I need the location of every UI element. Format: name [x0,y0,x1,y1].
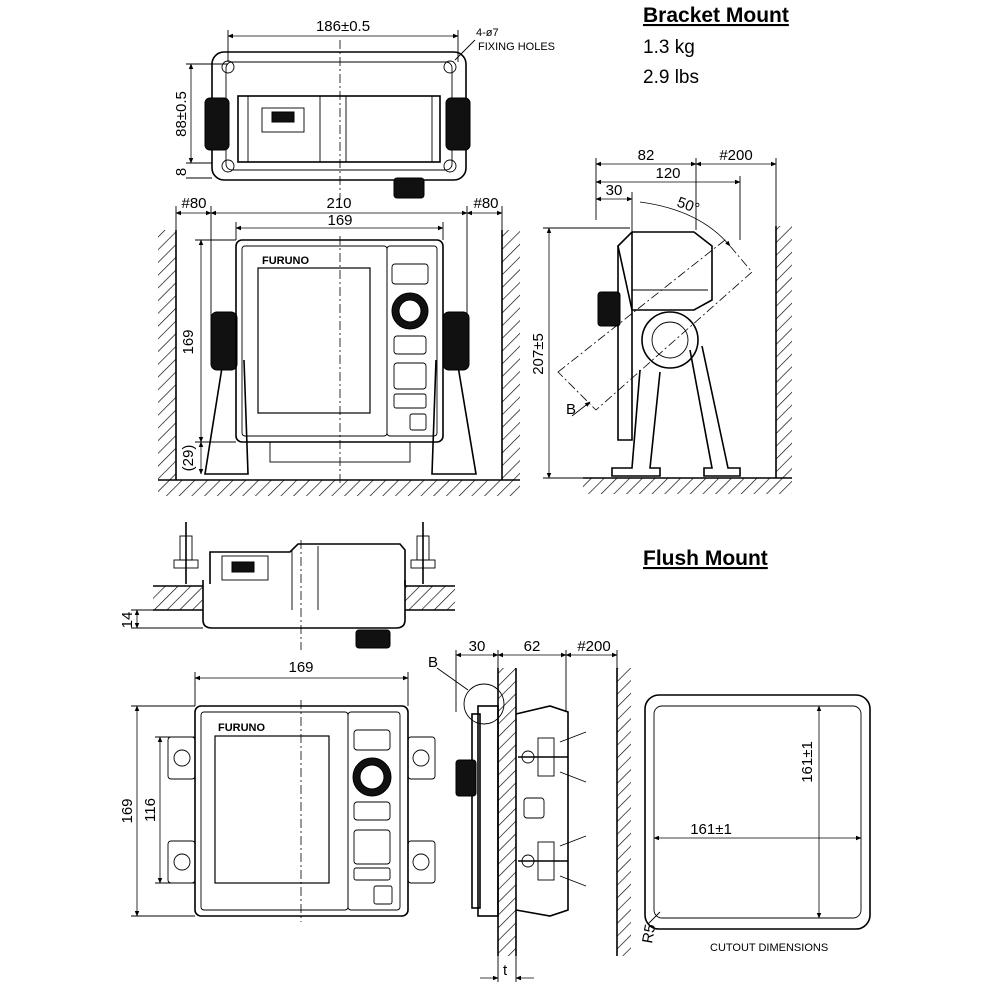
front-brand-logo: FURUNO [262,255,309,267]
flush-front-view: 169 169 116 FURUNO [119,659,436,922]
side-depth-82: 82 [638,147,655,164]
side-tilt-angle: 50° [675,194,702,218]
bracket-front-view: #80 210 #80 169 FURUNO 169 (29) [158,195,520,496]
flush-clamp-spacing: 116 [142,798,159,822]
flush-side-depth-30: 30 [469,638,486,655]
side-view-b: B [566,401,576,418]
side-depth-120: 120 [655,165,680,182]
bracket-side-view: 82 #200 120 30 50° 207±5 B [530,147,792,494]
cutout-caption: CUTOUT DIMENSIONS [710,942,828,954]
front-clear-left: #80 [181,195,206,212]
cutout-dimensions: 161±1 161±1 R5 CUTOUT DIMENSIONS [639,694,871,954]
front-unit-height: 169 [180,329,197,354]
fixing-holes-label: FIXING HOLES [478,41,555,53]
side-clear-200: #200 [719,147,752,164]
front-clear-right: #80 [473,195,498,212]
flush-front-width: 169 [288,659,313,676]
weight-lbs: 2.9 lbs [643,67,699,88]
side-height: 207±5 [530,333,547,375]
top-width-label: 186±0.5 [316,18,370,35]
front-base-height: (29) [180,445,197,472]
flush-top-view: 14 [119,522,455,650]
top-offset-label: 8 [173,168,190,176]
cutout-width: 161±1 [690,821,732,838]
flush-mount-heading: Flush Mount [643,547,768,570]
cutout-radius: R5 [639,923,659,945]
front-overall-width: 210 [326,195,351,212]
bracket-top-view: 186±0.5 4-ø7 FIXING HOLES 88±0.5 8 [173,18,555,200]
bracket-mount-heading: Bracket Mount [643,4,789,27]
flush-detail-b: B [428,654,438,671]
fixing-holes-count: 4-ø7 [476,27,499,39]
weight-kg: 1.3 kg [643,37,695,58]
top-depth-label: 88±0.5 [173,91,190,137]
flush-front-height: 169 [119,798,136,823]
front-unit-width: 169 [327,212,352,229]
flush-brand-logo: FURUNO [218,722,265,734]
cutout-height: 161±1 [799,741,816,783]
flush-side-clear-200: #200 [577,638,610,655]
flush-side-view: 30 62 #200 B t [428,638,631,982]
flush-side-depth-62: 62 [524,638,541,655]
flush-protrusion: 14 [119,612,136,629]
panel-thickness: t [503,962,508,979]
side-depth-30: 30 [606,182,623,199]
